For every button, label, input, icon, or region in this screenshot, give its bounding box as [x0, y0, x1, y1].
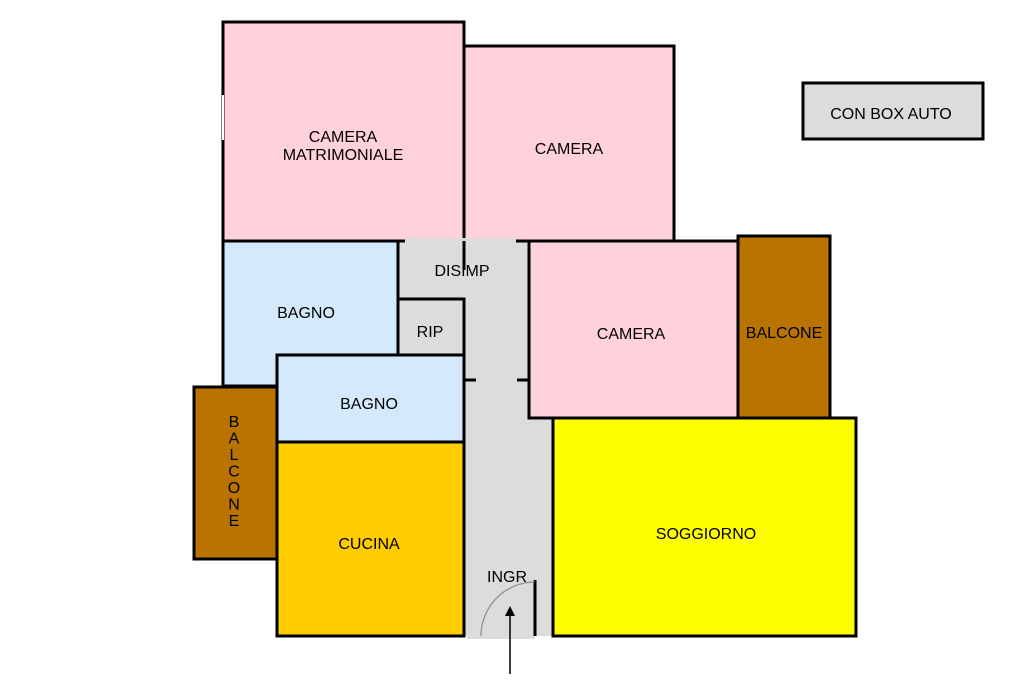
camera-matrimoniale-room	[221, 20, 466, 243]
balcone-left-letter: B	[229, 414, 240, 431]
camera-matrimoniale-label-line2: MATRIMONIALE	[283, 147, 404, 164]
entrance-door	[480, 581, 536, 637]
balcone-left-letter: N	[228, 497, 240, 514]
balcone-left-letter: L	[230, 447, 239, 464]
camera-matrimoniale-label-line1: CAMERA	[309, 129, 378, 146]
box-auto-badge	[801, 81, 985, 141]
cucina-room	[275, 440, 466, 638]
camera-top-room	[462, 44, 676, 243]
disimp-label: DISIMP	[434, 263, 489, 280]
bagno-room-2	[275, 353, 466, 444]
soggiorno-label: SOGGIORNO	[656, 526, 756, 543]
balcone-left-letter: O	[228, 480, 240, 497]
balcone-left-letter: E	[229, 513, 240, 530]
balcone-left-label: BALCONE	[228, 414, 240, 530]
bagno-2-label: BAGNO	[340, 396, 398, 413]
camera-mid-label: CAMERA	[597, 326, 666, 343]
soggiorno-room	[551, 416, 858, 638]
corridor-area	[464, 295, 529, 385]
balcone-left	[192, 385, 279, 561]
balcone-left-letter: C	[228, 464, 240, 481]
bagno-1-label: BAGNO	[277, 305, 335, 322]
camera-top-label: CAMERA	[535, 141, 604, 158]
box-auto-label: CON BOX AUTO	[830, 106, 952, 123]
door-openings	[222, 95, 535, 639]
balcone-left-letter: A	[229, 431, 240, 448]
ingresso-area	[464, 383, 553, 636]
cucina-label: CUCINA	[338, 536, 400, 553]
ingresso-label: INGR	[487, 569, 527, 586]
balcone-right-label: BALCONE	[746, 325, 822, 342]
entrance-arrow-icon	[505, 606, 515, 674]
rip-label: RIP	[417, 324, 444, 341]
